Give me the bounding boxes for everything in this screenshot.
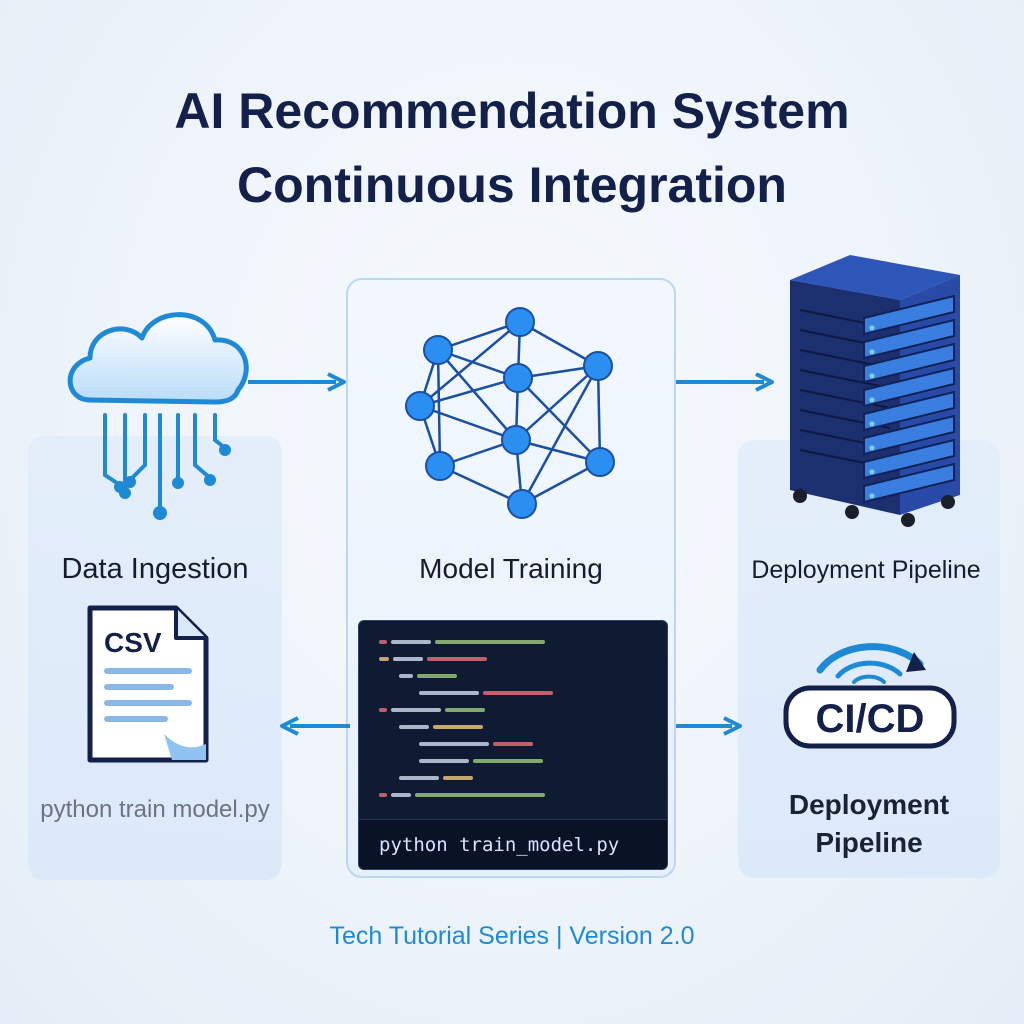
code-token (473, 758, 543, 763)
code-line (379, 790, 549, 800)
code-token (399, 742, 415, 746)
code-token (379, 639, 387, 644)
model-training-command: python train_model.py (359, 819, 667, 869)
code-token (399, 759, 415, 763)
code-token (379, 725, 395, 729)
code-token (399, 673, 413, 678)
code-token (427, 656, 487, 661)
arrow-ingest-to-training (248, 372, 346, 392)
deployment-pipeline-bottom-label: Deployment Pipeline (788, 789, 950, 858)
code-editor-window: python train_model.py (358, 620, 668, 870)
code-token (399, 775, 439, 780)
data-ingestion-label: Data Ingestion (61, 553, 249, 585)
code-line (379, 654, 491, 664)
code-token (445, 707, 485, 712)
model-training-label: Model Training (419, 553, 603, 584)
code-token (391, 639, 431, 644)
data-ingestion-command: python train model.py (40, 796, 270, 823)
code-token (379, 759, 395, 763)
code-token (379, 776, 395, 780)
code-token (379, 792, 387, 797)
csv-file-icon: CSV (87, 605, 209, 763)
neural-network-icon (405, 307, 615, 519)
code-token (433, 724, 483, 729)
deployment-panel (738, 440, 1000, 878)
arrow-training-to-cicd (676, 716, 742, 736)
code-token (379, 707, 387, 712)
code-token (419, 741, 489, 746)
code-line (379, 756, 547, 766)
code-token (391, 707, 441, 712)
cicd-badge-text: CI/CD (816, 697, 925, 741)
code-line (379, 739, 537, 749)
cicd-badge-icon: CI/CD (783, 643, 957, 749)
code-token (399, 724, 429, 729)
code-token (493, 741, 533, 746)
code-token (379, 691, 395, 695)
code-token (391, 792, 411, 797)
code-line (379, 637, 549, 647)
code-token (419, 690, 479, 695)
code-line (379, 688, 557, 698)
code-token (393, 656, 423, 661)
code-line (379, 773, 477, 783)
cloud-icon (67, 312, 249, 520)
code-token (415, 792, 545, 797)
server-rack-icon (790, 255, 960, 527)
code-token (379, 742, 395, 746)
deployment-pipeline-label: Deployment Pipeline (751, 556, 981, 584)
arrow-training-to-ingest (280, 716, 350, 736)
code-token (419, 758, 469, 763)
code-token (379, 656, 389, 661)
csv-file-icon-text: CSV (104, 627, 162, 658)
code-token (399, 691, 415, 695)
arrow-training-to-deploy (676, 372, 774, 392)
code-token (435, 639, 545, 644)
code-token (483, 690, 553, 695)
code-line (379, 705, 489, 715)
diagram-title-line1: AI Recommendation System (174, 83, 850, 139)
code-token (443, 775, 473, 780)
footer-caption: Tech Tutorial Series | Version 2.0 (329, 922, 695, 950)
code-line (379, 722, 487, 732)
code-line (379, 671, 461, 681)
code-token (379, 674, 395, 678)
diagram-title-line2: Continuous Integration (237, 157, 787, 213)
code-token (417, 673, 457, 678)
